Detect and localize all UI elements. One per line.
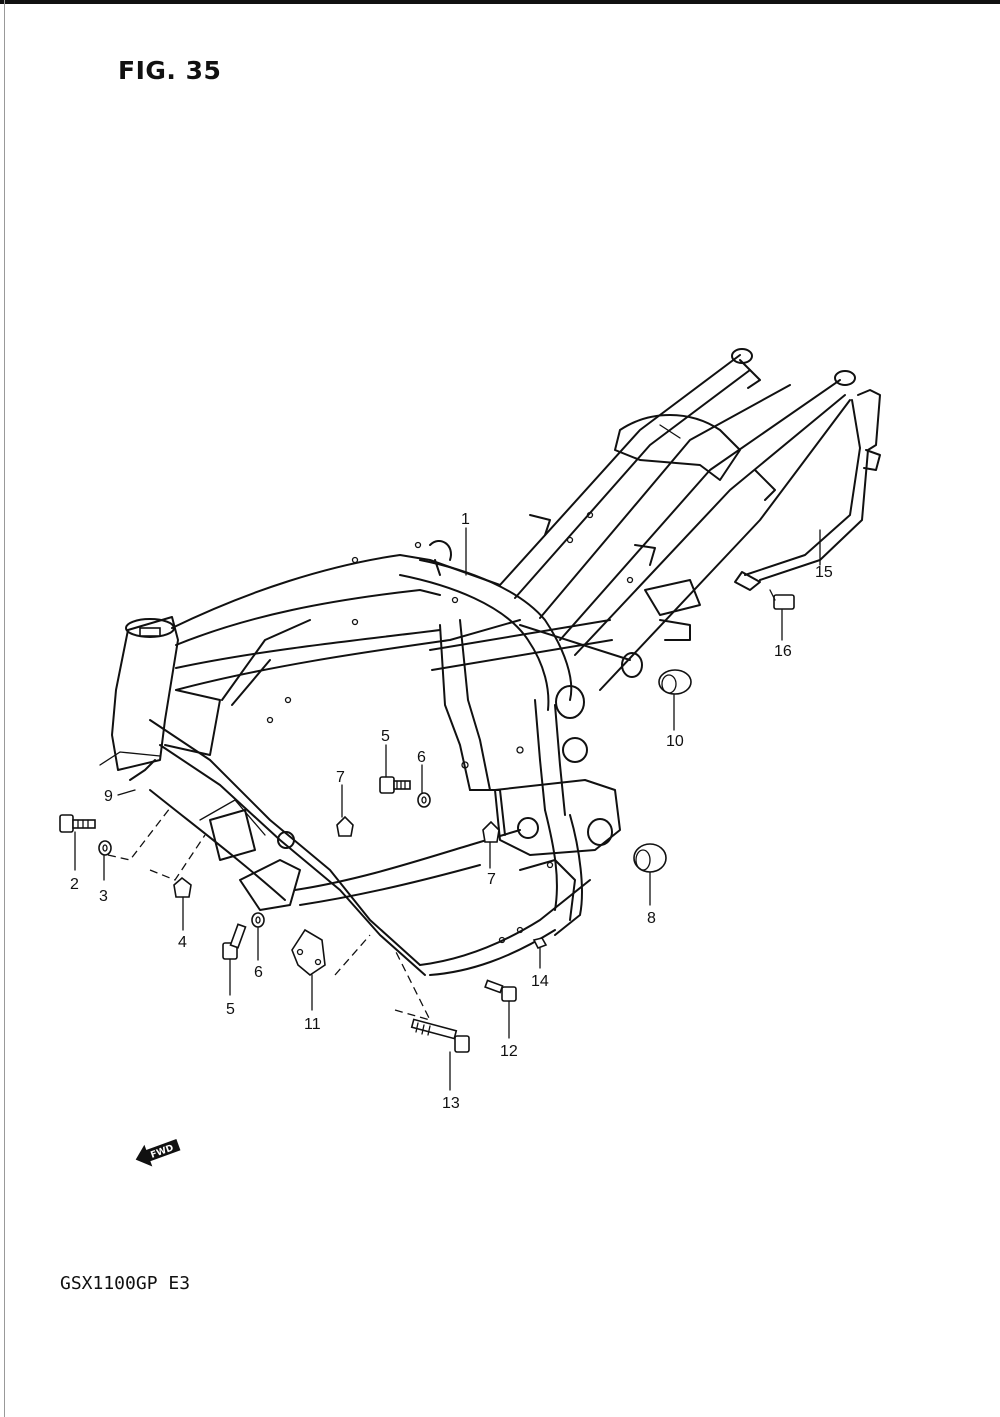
clip-part-14: [532, 937, 548, 950]
callout-3: 3: [99, 888, 108, 905]
callout-14: 14: [531, 973, 549, 990]
plug-cap-part-8: [633, 843, 667, 873]
leader-lines: [74, 527, 821, 1091]
fwd-label: FWD: [149, 1143, 175, 1160]
nut-part-7-upper: [336, 815, 354, 837]
model-code: GSX1100GP E3: [60, 1273, 191, 1294]
fwd-arrow-icon: FWD: [135, 1139, 181, 1167]
top-border: [0, 0, 1000, 4]
rear-bracket-part-15: [734, 389, 881, 591]
callout-5-upper: 5: [381, 728, 390, 745]
callout-5-lower: 5: [226, 1001, 235, 1018]
bolt-part-12: [484, 979, 517, 1002]
callout-7-upper: 7: [336, 769, 345, 786]
callout-16: 16: [774, 643, 792, 660]
washer-part-6-upper: [417, 792, 431, 808]
callout-1: 1: [461, 511, 470, 528]
callout-12: 12: [500, 1043, 518, 1060]
callout-15: 15: [815, 564, 833, 581]
callout-13: 13: [442, 1095, 460, 1112]
callout-10: 10: [666, 733, 684, 750]
bolt-part-16: [769, 589, 795, 610]
callout-8: 8: [647, 910, 656, 927]
bracket-plate-part-11: [291, 928, 326, 976]
callout-4: 4: [178, 934, 187, 951]
washer-part-3: [98, 840, 112, 856]
washer-part-6-lower: [251, 912, 265, 928]
bolt-part-5-upper: [379, 776, 411, 794]
callout-2: 2: [70, 876, 79, 893]
callout-7-lower: 7: [487, 871, 496, 888]
callout-6-upper: 6: [417, 749, 426, 766]
left-border: [4, 0, 5, 1417]
bolt-part-2: [59, 814, 96, 833]
callout-11: 11: [304, 1016, 321, 1033]
nut-part-4: [173, 876, 192, 898]
callout-9: 9: [104, 788, 113, 805]
motorcycle-frame: [99, 348, 856, 976]
plug-cap-part-10: [658, 669, 692, 695]
callout-6-lower: 6: [254, 964, 263, 981]
figure-title: FIG. 35: [118, 56, 222, 85]
nut-part-7-lower: [482, 820, 500, 843]
long-bolt-part-13: [410, 1018, 470, 1053]
bolt-part-5-lower: [222, 923, 247, 960]
part-9-indicator: [129, 759, 156, 781]
callout-labels: 1 2 3 4 5 6 7 8 9 10 11 12 13 14 15 16 5…: [70, 511, 833, 1112]
